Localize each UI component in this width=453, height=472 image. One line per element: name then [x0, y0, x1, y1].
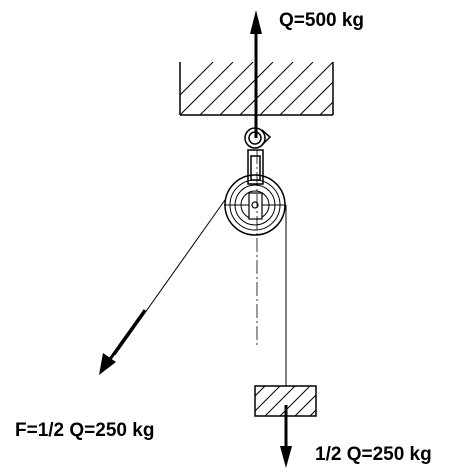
hook: [244, 127, 272, 149]
top-force-arrow: [250, 10, 262, 138]
pulley-block: [247, 149, 264, 185]
ceiling-support: [179, 62, 334, 116]
rope-left: [114, 199, 226, 356]
pulley-wheel: [224, 174, 286, 236]
load-force-label: 1/2 Q=250 kg: [315, 444, 432, 465]
pull-force-arrow: [99, 309, 147, 375]
top-force-label: Q=500 kg: [279, 10, 364, 31]
pull-force-label: F=1/2 Q=250 kg: [15, 420, 154, 441]
load-force-arrow: [280, 405, 292, 468]
